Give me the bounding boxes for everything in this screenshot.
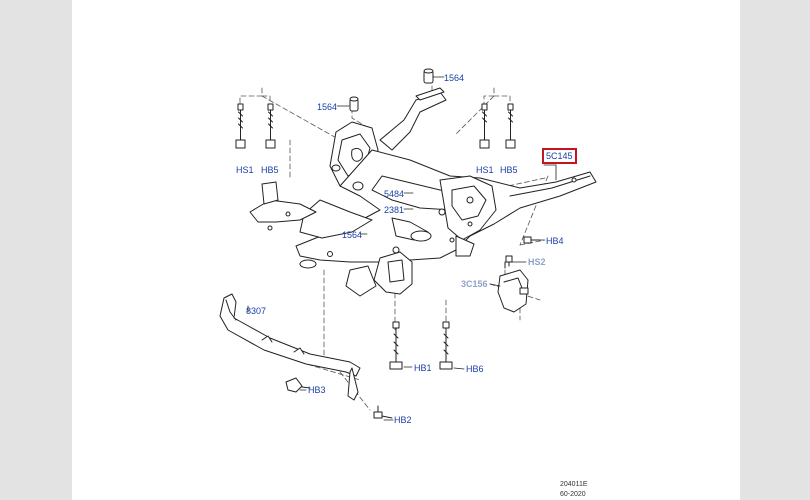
bolt-hb1 bbox=[389, 321, 403, 370]
callout-hb4[interactable]: HB4 bbox=[546, 236, 564, 246]
stabilizer-bar-8307 bbox=[219, 293, 361, 401]
leader-lines bbox=[247, 76, 557, 421]
callout-hb5-right[interactable]: HB5 bbox=[500, 165, 518, 175]
callout-hs1-right[interactable]: HS1 bbox=[476, 165, 494, 175]
bolt-hb6 bbox=[439, 321, 453, 370]
callout-hs1-left[interactable]: HS1 bbox=[236, 165, 254, 175]
bolt-hb5-right bbox=[505, 103, 516, 149]
illustration-date-code: 60-2020 bbox=[560, 491, 586, 498]
bolt-hb2 bbox=[373, 405, 393, 419]
subframe-5c145 bbox=[249, 87, 597, 297]
callout-2381[interactable]: 2381 bbox=[384, 205, 405, 215]
callout-hb3[interactable]: HB3 bbox=[308, 385, 326, 395]
callout-5c145-highlighted[interactable]: 5C145 bbox=[542, 148, 577, 164]
diagram-sheet: 1564 1564 1564 HS1 HB5 HS1 HB5 5C145 548… bbox=[72, 0, 740, 500]
bolt-hs1-right bbox=[479, 103, 490, 149]
bolt-hb5-left bbox=[265, 103, 276, 149]
callout-3c156[interactable]: 3C156 bbox=[461, 279, 488, 289]
illustration-code: 204011E bbox=[560, 481, 588, 488]
callout-1564-mid[interactable]: 1564 bbox=[342, 230, 363, 240]
callout-5484[interactable]: 5484 bbox=[384, 189, 405, 199]
callout-hb1[interactable]: HB1 bbox=[414, 363, 432, 373]
bolt-hb3 bbox=[285, 377, 311, 393]
bushing-1564-top bbox=[423, 68, 434, 84]
callout-hs2[interactable]: HS2 bbox=[528, 257, 546, 267]
callout-1564-top[interactable]: 1564 bbox=[444, 73, 465, 83]
bolt-hs2 bbox=[505, 255, 513, 267]
callout-hb2[interactable]: HB2 bbox=[394, 415, 412, 425]
bolt-hs1-left bbox=[235, 103, 246, 149]
callout-8307[interactable]: 8307 bbox=[246, 306, 267, 316]
subframe-exploded-view bbox=[219, 68, 597, 421]
callout-hb6[interactable]: HB6 bbox=[466, 364, 484, 374]
callout-1564-left[interactable]: 1564 bbox=[317, 102, 338, 112]
callout-hb5-left[interactable]: HB5 bbox=[261, 165, 279, 175]
sensor-3c156 bbox=[497, 261, 529, 313]
bushing-1564-left bbox=[349, 96, 359, 112]
